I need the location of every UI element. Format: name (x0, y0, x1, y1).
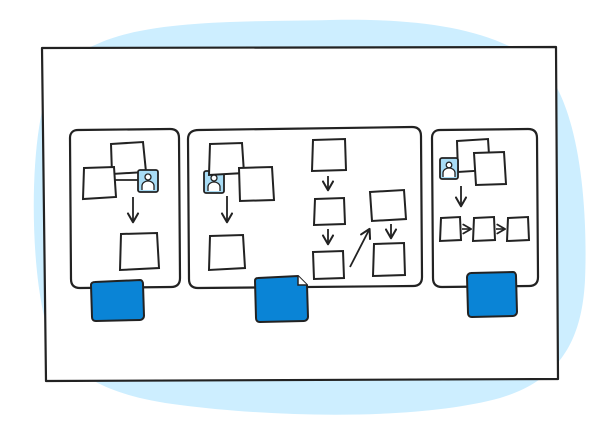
person-icon (137, 169, 159, 193)
square (237, 165, 276, 203)
square (207, 233, 247, 272)
square (118, 231, 161, 272)
square (471, 215, 497, 243)
panel-middle (186, 125, 424, 324)
panel-left (68, 127, 182, 323)
blue-sticky-note (465, 270, 519, 319)
arrow-diagonal (349, 227, 372, 268)
sticky-note-corner (297, 276, 307, 286)
square (311, 249, 346, 281)
person-icon (439, 157, 459, 180)
square (505, 215, 531, 243)
square (81, 165, 118, 201)
panel-right (430, 127, 540, 319)
square (438, 215, 463, 243)
square (310, 137, 348, 173)
square (472, 150, 508, 187)
square (368, 188, 408, 223)
blue-sticky-note (253, 274, 310, 324)
square (312, 196, 347, 227)
blue-sticky-note (89, 278, 146, 323)
square (371, 241, 407, 278)
